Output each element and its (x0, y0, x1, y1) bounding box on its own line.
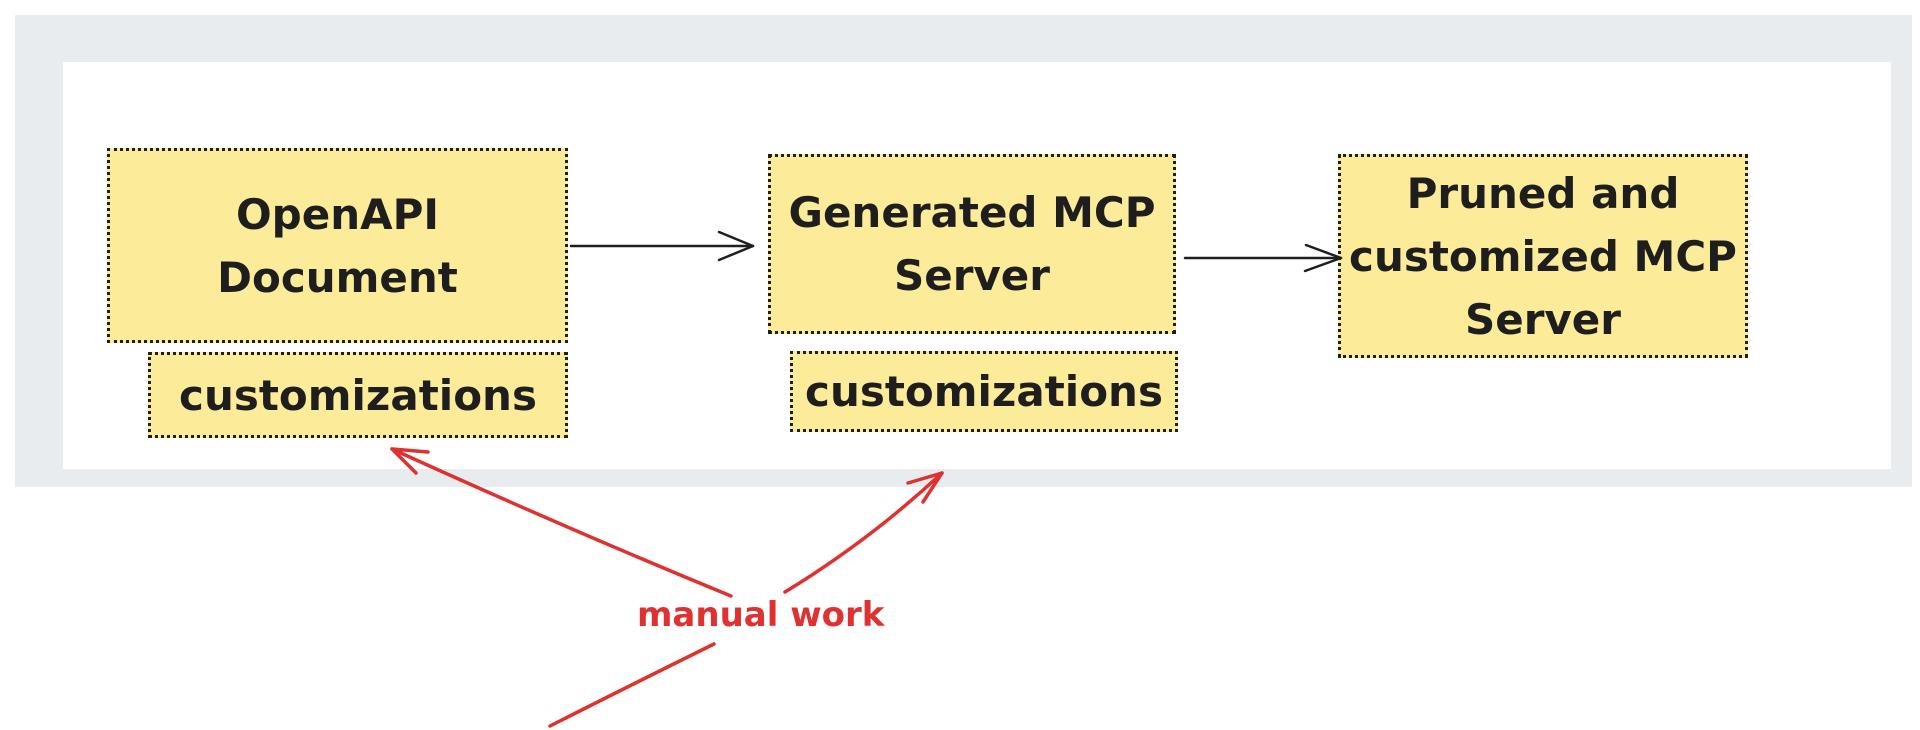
node-customizations-middle: customizations (790, 351, 1178, 432)
node-pruned-mcp-server-label: Pruned and customized MCP Server (1349, 168, 1737, 344)
node-generated-mcp-server-label: Generated MCP Server (788, 188, 1156, 300)
node-generated-mcp-server: Generated MCP Server (768, 154, 1176, 334)
node-customizations-left: customizations (148, 352, 568, 438)
node-openapi-document: OpenAPI Document (107, 148, 568, 343)
manual-work-label: manual work (637, 595, 885, 635)
node-customizations-middle-label: customizations (805, 367, 1163, 416)
node-pruned-mcp-server: Pruned and customized MCP Server (1338, 154, 1748, 358)
node-openapi-document-label: OpenAPI Document (217, 189, 458, 302)
red-line-bottom-tail (548, 642, 716, 728)
red-arrow-manual-work-to-customizations-middle (783, 471, 944, 594)
node-customizations-left-label: customizations (179, 370, 537, 420)
